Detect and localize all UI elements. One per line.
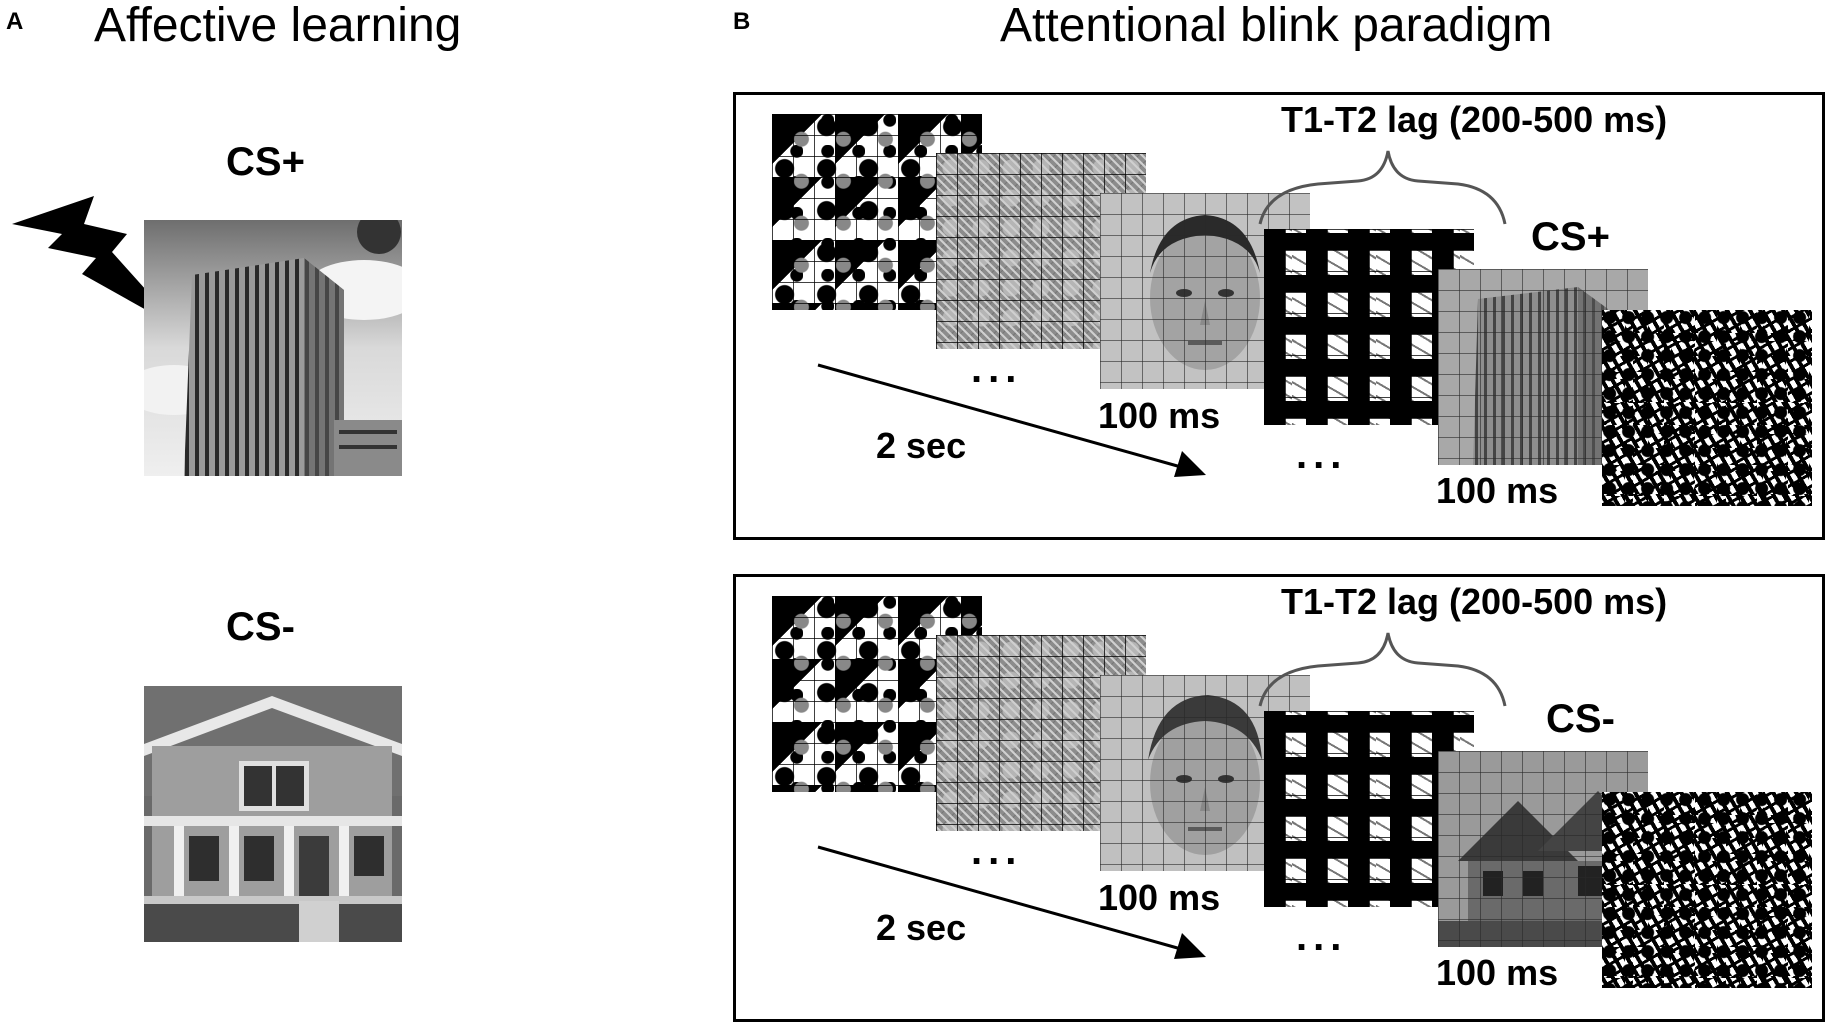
cs-minus-label: CS- bbox=[226, 605, 295, 649]
stream-duration-label: 2 sec bbox=[876, 907, 967, 948]
panel-b-letter: B bbox=[733, 8, 751, 35]
lag-label: T1-T2 lag (200-500 ms) bbox=[1281, 581, 1668, 622]
stream-duration-label: 2 sec bbox=[876, 425, 967, 466]
lag-brace bbox=[1258, 632, 1507, 707]
time-arrow bbox=[817, 363, 1206, 477]
cs-plus-label: CS+ bbox=[226, 140, 305, 184]
cs-plus-building-photo bbox=[144, 220, 402, 476]
mask-stimulus-4 bbox=[1602, 792, 1812, 988]
trial-box-cs-plus: T1-T2 lag (200-500 ms) CS+ ... ... 100 m… bbox=[733, 92, 1825, 540]
lag-label: T1-T2 lag (200-500 ms) bbox=[1281, 99, 1668, 140]
panel-a-heading: Affective learning bbox=[94, 0, 462, 52]
t2-duration-label: 100 ms bbox=[1436, 470, 1559, 511]
target-label-cs-plus: CS+ bbox=[1531, 215, 1610, 259]
panel-a-letter: A bbox=[6, 8, 24, 35]
ellipsis-1: ... bbox=[971, 829, 1023, 873]
time-arrow bbox=[817, 845, 1206, 959]
ellipsis-2: ... bbox=[1296, 915, 1348, 959]
lag-brace bbox=[1258, 150, 1507, 225]
mask-stimulus-4 bbox=[1602, 310, 1812, 506]
mask-stimulus-1 bbox=[772, 114, 982, 310]
cs-minus-house-photo bbox=[144, 686, 402, 942]
panel-b-heading: Attentional blink paradigm bbox=[1000, 0, 1553, 52]
face-target-t1 bbox=[1100, 193, 1310, 389]
t1-duration-label: 100 ms bbox=[1098, 395, 1221, 436]
ellipsis-2: ... bbox=[1296, 433, 1348, 477]
trial-box-cs-minus: T1-T2 lag (200-500 ms) CS- ... ... 100 m… bbox=[733, 574, 1825, 1022]
target-label-cs-minus: CS- bbox=[1546, 697, 1615, 741]
lightning-bolt-icon bbox=[12, 196, 182, 330]
t2-duration-label: 100 ms bbox=[1436, 952, 1559, 993]
t1-duration-label: 100 ms bbox=[1098, 877, 1221, 918]
ellipsis-1: ... bbox=[971, 347, 1023, 391]
